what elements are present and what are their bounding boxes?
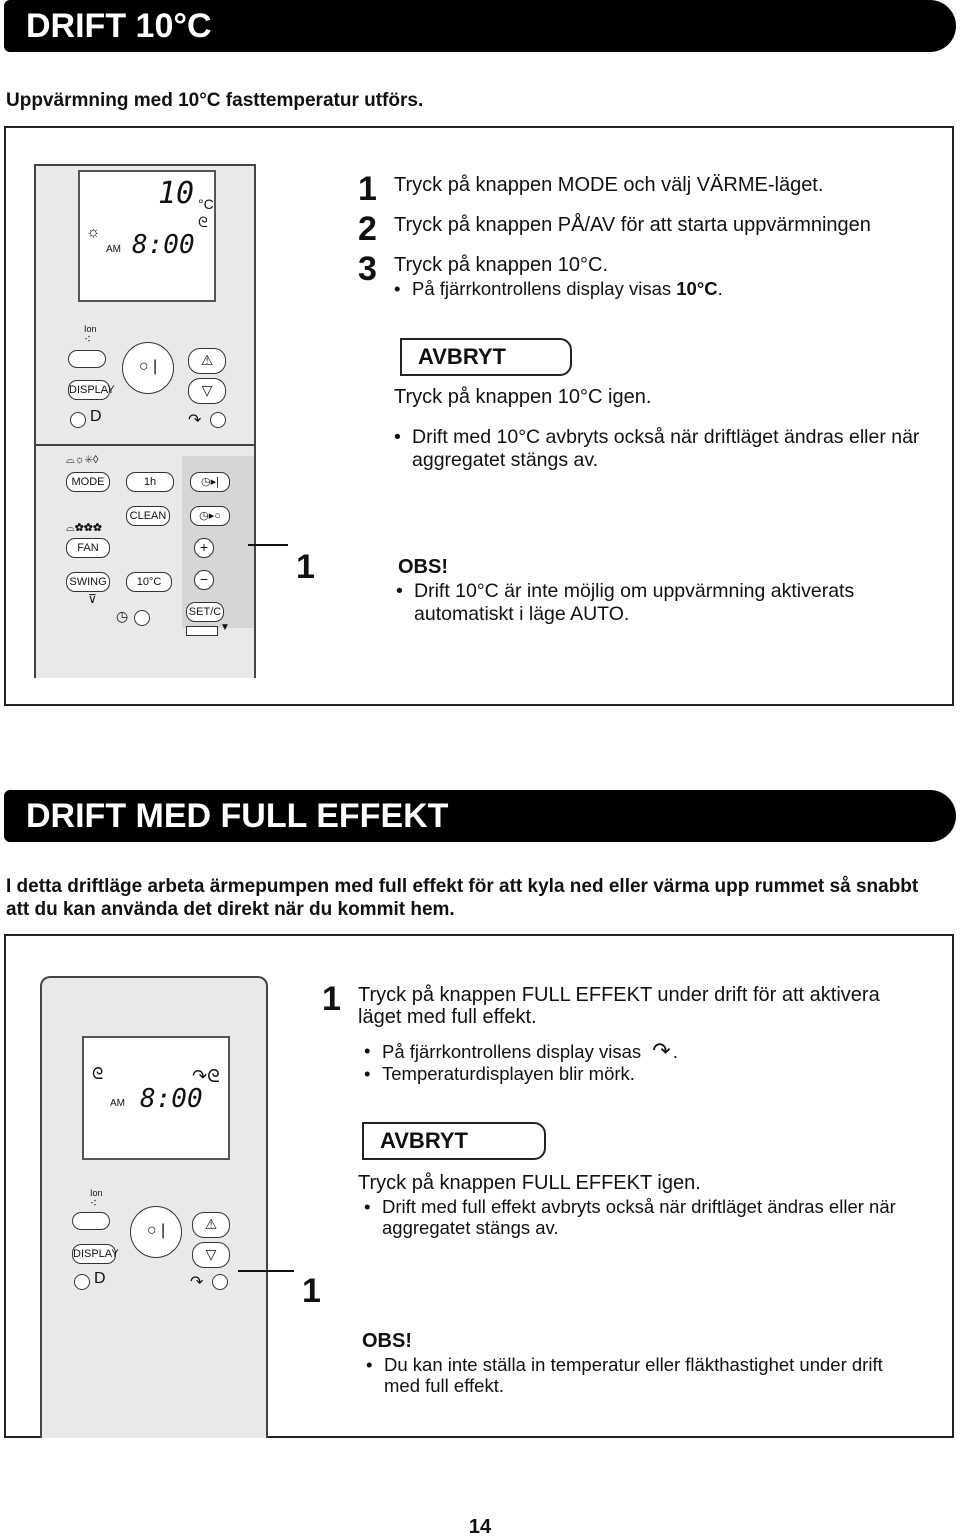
filter-icon: D	[90, 408, 102, 425]
step3-bullet-suffix: .	[717, 278, 723, 299]
fan-button[interactable]: FAN	[66, 538, 110, 558]
power-button[interactable]: ○ |	[130, 1206, 182, 1258]
lcd-am: AM	[110, 1098, 125, 1109]
reset-button[interactable]	[74, 1274, 90, 1290]
section1-panel: ☼ 10 °C ᘓ AM 8:00 Ion ⁖ DISPLAY ○ | ⚠ ▽ …	[4, 126, 954, 706]
section-title-full-effect: DRIFT MED FULL EFFEKT	[4, 790, 956, 842]
obs-bullet: •Drift 10°C är inte möjlig om uppvärmnin…	[396, 580, 855, 625]
step-number-3: 3	[358, 250, 377, 288]
temp-up-button[interactable]: ⚠	[188, 348, 226, 374]
display-button[interactable]: DISPLAY	[72, 1244, 119, 1264]
callout-number: 1	[296, 548, 315, 586]
full-effect-icon: ↷	[652, 1038, 671, 1063]
minus-button[interactable]: −	[194, 570, 214, 590]
step3-bullet-value: 10°C	[676, 278, 718, 299]
fan-swirl-icon: ᘓ	[198, 214, 208, 230]
ion-button[interactable]	[68, 350, 106, 368]
full-effect-button[interactable]	[210, 412, 226, 428]
clean-button[interactable]: CLEAN	[126, 506, 170, 526]
swing-button[interactable]: SWING	[66, 572, 110, 592]
power-button[interactable]: ○ |	[122, 342, 174, 394]
step3-bullet-prefix: På fjärrkontrollens display visas	[412, 278, 677, 299]
sun-icon: ☼	[86, 224, 101, 241]
step-text-3: Tryck på knappen 10°C.	[394, 254, 609, 276]
callout-line	[248, 544, 288, 546]
step3-bullet: • På fjärrkontrollens display visas 10°C.	[394, 278, 723, 299]
timer-off-button[interactable]: ◷▸○	[190, 506, 230, 526]
cancel-bullet: •Drift med full effekt avbryts också när…	[364, 1196, 896, 1238]
section1-intro: Uppvärmning med 10°C fasttemperatur utfö…	[6, 90, 424, 111]
battery-cover	[186, 626, 218, 636]
step-text-2: Tryck på knappen PÅ/AV för att starta up…	[394, 214, 871, 236]
section2-intro: I detta driftläge arbeta ärmepumpen med …	[6, 876, 919, 920]
lcd-temperature: 10	[158, 176, 195, 211]
page-number: 14	[468, 1516, 492, 1538]
remote-control: ᘓ ↷ᘓ AM 8:00 Ion ⁖ DISPLAY ○ | ⚠ ▽ D ↷	[40, 976, 268, 1438]
swing-icon: ⊽	[88, 592, 97, 606]
cancel-bullet: •Drift med 10°C avbryts också när driftl…	[394, 426, 920, 471]
arrow-down-icon: ▼	[220, 622, 230, 633]
ion-button[interactable]	[72, 1212, 110, 1230]
bullet-temp-dark: •Temperaturdisplayen blir mörk.	[364, 1063, 635, 1084]
lcd-unit: °C	[198, 196, 214, 212]
full-effect-icon: ↷ᘓ	[192, 1066, 220, 1086]
obs-label: OBS!	[398, 556, 448, 578]
fan-swirl-icon: ᘓ	[92, 1066, 104, 1083]
callout-line	[238, 1270, 294, 1272]
full-effect-icon: ↷	[188, 412, 202, 429]
cancel-text: Tryck på knappen FULL EFFEKT igen.	[358, 1172, 701, 1194]
mode-button[interactable]: MODE	[66, 472, 110, 492]
section-title-drift-10c: DRIFT 10°C	[4, 0, 956, 52]
fan-icons: ⌓✿✿✿	[66, 522, 102, 534]
ion-icon: ⁖	[90, 1196, 98, 1210]
timer-on-button[interactable]: ◷▸|	[190, 472, 230, 492]
remote-lcd: ᘓ ↷ᘓ AM 8:00	[82, 1036, 230, 1160]
ion-icon: ⁖	[84, 332, 92, 346]
divider	[36, 444, 254, 446]
cancel-text: Tryck på knappen 10°C igen.	[394, 386, 652, 408]
cancel-label-box: AVBRYT	[362, 1122, 546, 1160]
step-text-1: Tryck på knappen MODE och välj VÄRME-läg…	[394, 174, 824, 196]
bullet-display-shows: •På fjärrkontrollens display visas ↷.	[364, 1038, 678, 1063]
mode-icons: ⌓☼✳◊	[66, 454, 99, 466]
bullet-dot: •	[394, 278, 401, 299]
cancel-label-box: AVBRYT	[400, 338, 572, 376]
lcd-clock: 8:00	[132, 230, 195, 260]
temp-up-button[interactable]: ⚠	[192, 1212, 230, 1238]
filter-icon: D	[94, 1270, 106, 1287]
plus-button[interactable]: +	[194, 538, 214, 558]
step-number-1: 1	[358, 170, 377, 208]
ion-label: Ion	[90, 1188, 103, 1198]
full-effect-icon: ↷	[190, 1274, 204, 1291]
remote-lcd: ☼ 10 °C ᘓ AM 8:00	[78, 170, 216, 302]
lcd-am: AM	[106, 244, 121, 255]
setc-button[interactable]: SET/C	[186, 602, 224, 622]
section2-panel: ᘓ ↷ᘓ AM 8:00 Ion ⁖ DISPLAY ○ | ⚠ ▽ D ↷ 1…	[4, 934, 954, 1438]
callout-number: 1	[302, 1272, 321, 1310]
obs-bullet: •Du kan inte ställa in temperatur eller …	[366, 1354, 883, 1396]
remote-control: ☼ 10 °C ᘓ AM 8:00 Ion ⁖ DISPLAY ○ | ⚠ ▽ …	[34, 164, 256, 678]
ten-c-button[interactable]: 10°C	[126, 572, 172, 592]
obs-label: OBS!	[362, 1330, 412, 1352]
step-text-1: Tryck på knappen FULL EFFEKT under drift…	[358, 984, 880, 1028]
reset-button[interactable]	[70, 412, 86, 428]
clock-icon: ◷	[116, 608, 129, 624]
ion-label: Ion	[84, 324, 97, 334]
clock-button[interactable]	[134, 610, 150, 626]
temp-down-button[interactable]: ▽	[188, 378, 226, 404]
step-number-2: 2	[358, 210, 377, 248]
lcd-clock: 8:00	[140, 1084, 203, 1114]
display-button[interactable]: DISPLAY	[68, 380, 115, 400]
temp-down-button[interactable]: ▽	[192, 1242, 230, 1268]
timer-1h-button[interactable]: 1h	[126, 472, 174, 492]
step-number-1: 1	[322, 980, 341, 1018]
full-effect-button[interactable]	[212, 1274, 228, 1290]
